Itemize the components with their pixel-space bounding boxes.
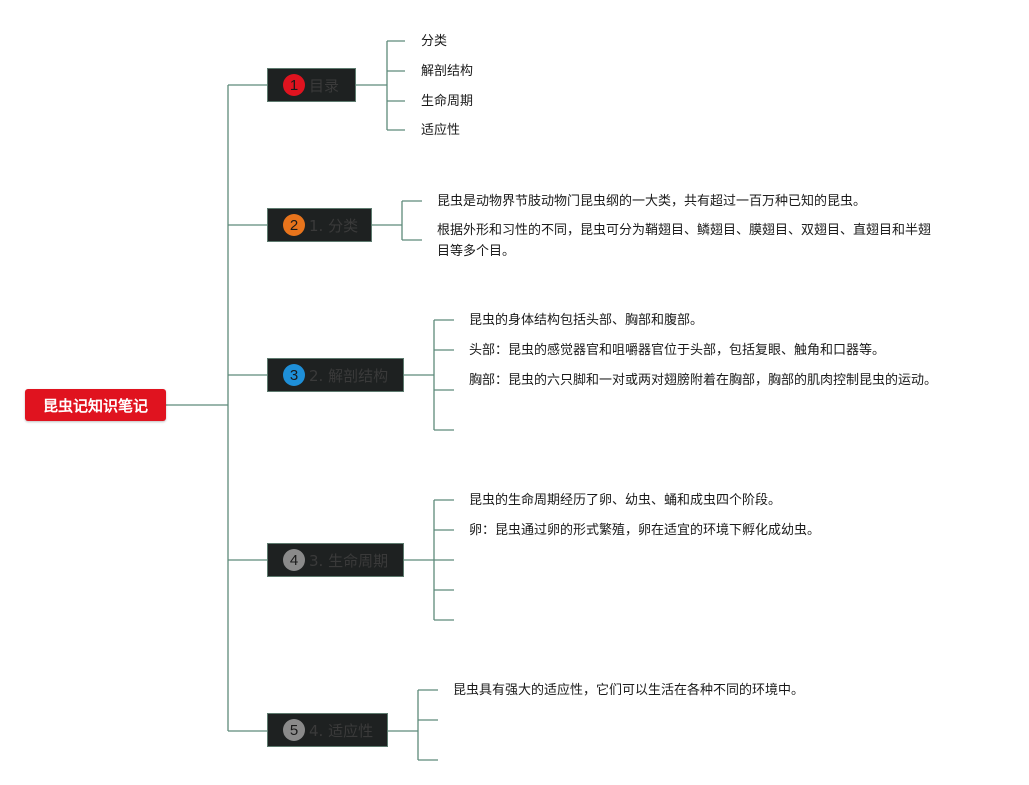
leaf-item[interactable]: 分类 (421, 34, 448, 49)
number-badge-icon: 3 (283, 364, 305, 386)
leaf-connectors-5 (388, 689, 438, 761)
leaf-item[interactable]: 胸部：昆虫的六只脚和一对或两对翅膀附着在胸部，胸部的肌肉控制昆虫的运动。 (469, 373, 938, 388)
root-topic[interactable]: 昆虫记知识笔记 (25, 389, 166, 421)
branch-label: 1. 分类 (309, 216, 359, 235)
number-badge-icon: 4 (283, 549, 305, 571)
branch-label: 4. 适应性 (309, 721, 374, 740)
leaf-item[interactable]: 昆虫是动物界节肢动物门昆虫纲的一大类，共有超过一百万种已知的昆虫。 (437, 194, 867, 209)
number-badge-icon: 5 (283, 719, 305, 741)
leaf-item[interactable]: 根据外形和习性的不同，昆虫可分为鞘翅目、鳞翅目、膜翅目、双翅目、直翅目和半翅目等… (437, 223, 932, 259)
leaf-item[interactable]: 昆虫的身体结构包括头部、胸部和腹部。 (469, 313, 704, 328)
number-badge-icon: 2 (283, 214, 305, 236)
branch-label: 3. 生命周期 (309, 551, 389, 570)
branch-anatomy[interactable]: 3 2. 解剖结构 (267, 358, 404, 392)
leaf-item[interactable]: 卵：昆虫通过卵的形式繁殖，卵在适宜的环境下孵化成幼虫。 (469, 523, 821, 538)
leaf-item[interactable]: 生命周期 (421, 94, 474, 109)
branch-toc[interactable]: 1 目录 (267, 68, 356, 102)
number-badge-icon: 1 (283, 74, 305, 96)
leaf-connectors-4 (404, 499, 454, 621)
leaf-connectors-2 (372, 200, 422, 241)
branch-lifecycle[interactable]: 4 3. 生命周期 (267, 543, 404, 577)
root-topic-label: 昆虫记知识笔记 (42, 396, 148, 415)
branch-adaptability[interactable]: 5 4. 适应性 (267, 713, 388, 747)
leaf-item[interactable]: 昆虫具有强大的适应性，它们可以生活在各种不同的环境中。 (453, 683, 805, 698)
leaf-item[interactable]: 解剖结构 (421, 64, 474, 79)
leaf-item[interactable]: 适应性 (421, 123, 461, 138)
branch-label: 目录 (309, 76, 340, 95)
leaf-item[interactable]: 昆虫的生命周期经历了卵、幼虫、蛹和成虫四个阶段。 (469, 493, 782, 508)
leaf-connectors-3 (404, 319, 454, 431)
branch-classification[interactable]: 2 1. 分类 (267, 208, 372, 242)
leaf-item[interactable]: 头部：昆虫的感觉器官和咀嚼器官位于头部，包括复眼、触角和口器等。 (469, 343, 886, 358)
leaf-connectors-1 (356, 40, 405, 131)
branch-label: 2. 解剖结构 (309, 366, 389, 385)
